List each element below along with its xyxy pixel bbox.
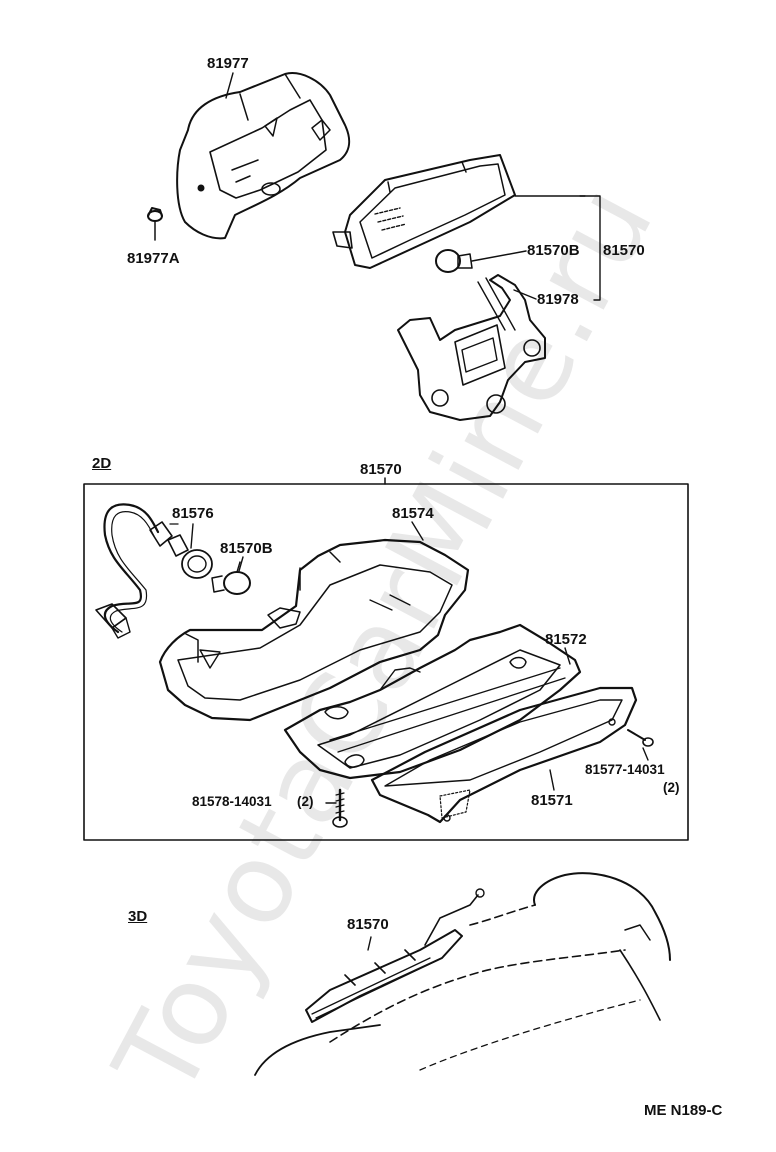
cover-81977-drawing [177, 73, 349, 238]
section-2d-frame [84, 478, 688, 840]
carrier-81572-drawing [285, 625, 580, 778]
lens-81571-drawing [372, 688, 636, 822]
bracket-81978-drawing [398, 275, 545, 420]
car-body-drawing [255, 873, 670, 1075]
label-81577: 81577-14031 [585, 762, 665, 777]
lamp-3d-drawing [306, 889, 484, 1022]
section-2d-title: 2D [92, 455, 112, 472]
socket-81576-drawing [96, 504, 212, 638]
footer-code: ME N189-C [644, 1102, 723, 1119]
bulb-81570b-drawing [436, 250, 526, 272]
label-81577-qty: (2) [663, 780, 680, 795]
screw-81578-drawing [333, 790, 347, 827]
housing-81574-drawing [160, 540, 468, 720]
label-81574: 81574 [392, 505, 434, 522]
label-81978: 81978 [537, 291, 579, 308]
label-81570-3d: 81570 [347, 916, 389, 933]
clip-81977a-drawing [148, 208, 162, 240]
label-81570-top: 81570 [603, 242, 645, 259]
upper-leaders [226, 73, 600, 300]
bulb-81570b-2d-drawing [212, 562, 250, 594]
label-81977a: 81977A [127, 250, 180, 267]
lamp-81570-drawing [333, 155, 515, 268]
label-81570-2d: 81570 [360, 461, 402, 478]
label-81572: 81572 [545, 631, 587, 648]
label-81578-qty: (2) [297, 794, 314, 809]
label-81571: 81571 [531, 792, 573, 809]
label-81578: 81578-14031 [192, 794, 272, 809]
screw-81577-drawing [628, 730, 653, 746]
label-81570b-top: 81570B [527, 242, 580, 259]
label-81576: 81576 [172, 505, 214, 522]
section-2d-leaders [191, 522, 648, 803]
section-3d-title: 3D [128, 908, 148, 925]
label-81977: 81977 [207, 55, 249, 72]
label-81570b-2d: 81570B [220, 540, 273, 557]
